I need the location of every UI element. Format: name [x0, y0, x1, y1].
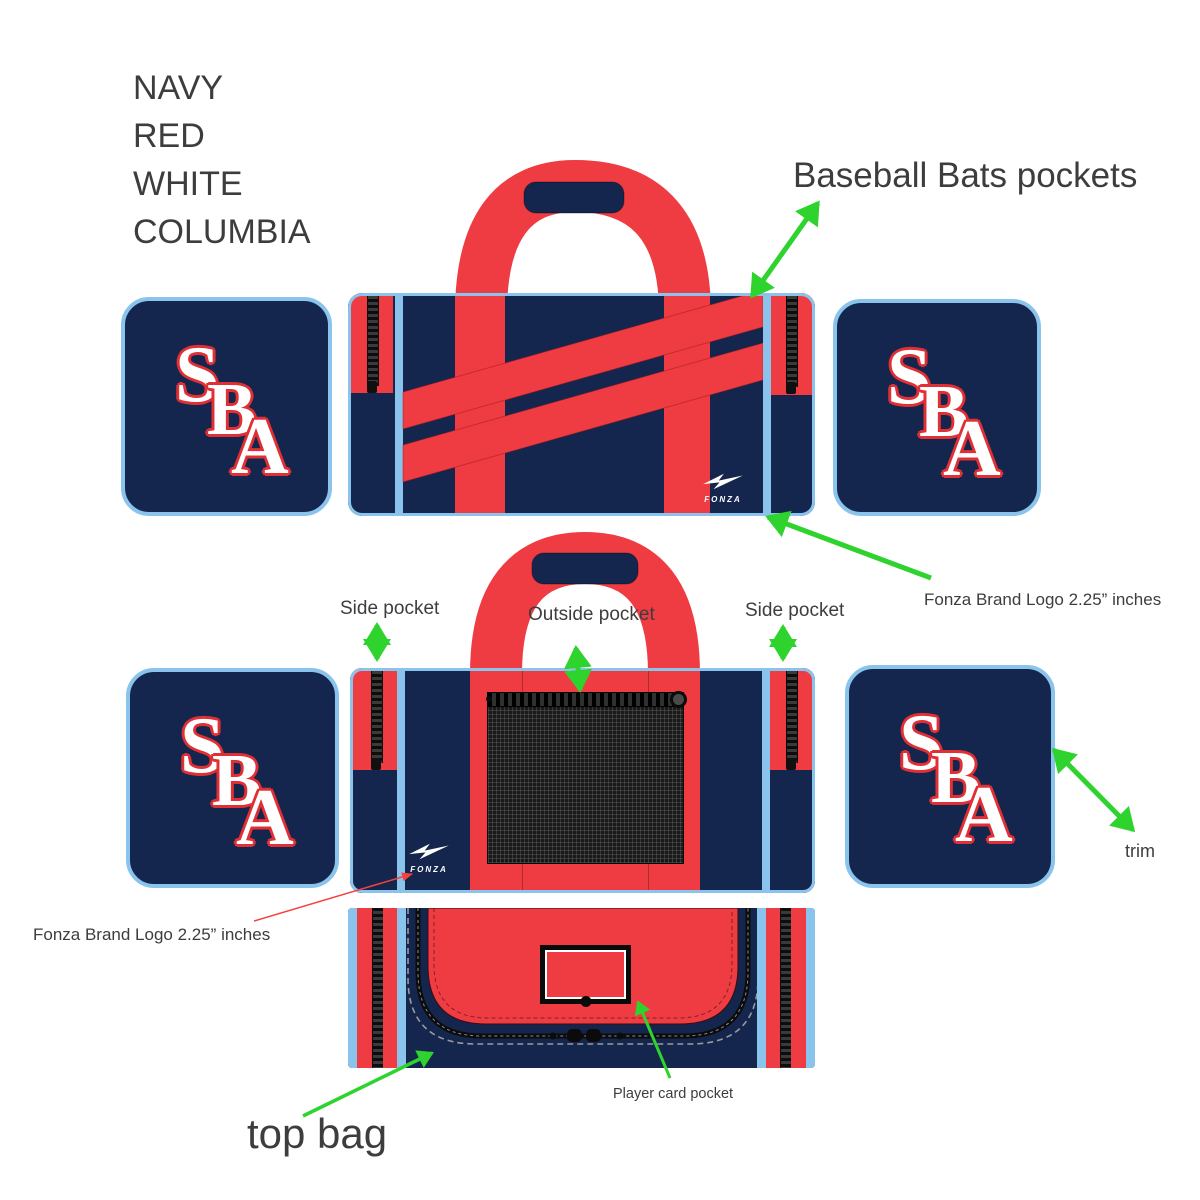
fonza-brand-logo: FONZA — [700, 472, 746, 504]
sba-letter-a: A — [955, 771, 1013, 859]
columbia-trim-stripe — [763, 293, 771, 516]
zipper-stop — [549, 1032, 557, 1040]
columbia-trim-stripe — [762, 668, 770, 893]
zipper-stop — [486, 696, 492, 702]
bag2-handle-grip — [531, 552, 639, 585]
columbia-trim-stripe — [806, 908, 815, 1068]
zipper-pull — [371, 758, 381, 770]
fonza-logo-text: FONZA — [704, 495, 742, 504]
side-pocket-zipper-left — [371, 668, 383, 763]
label-outside-pocket: Outside pocket — [528, 604, 655, 625]
label-side-pocket-left: Side pocket — [340, 598, 440, 619]
fonza-logo-icon — [703, 473, 743, 490]
bag-front-view: FONZA — [350, 668, 815, 893]
label-fonza-logo-right: Fonza Brand Logo 2.25” inches — [924, 590, 1162, 609]
outside-mesh-pocket — [486, 691, 687, 864]
side-pocket-zipper-right — [786, 668, 798, 763]
sba-letter-b: B — [919, 371, 969, 453]
sba-logo: S B A — [175, 331, 295, 487]
colorway-columbia: COLUMBIA — [133, 213, 311, 251]
fonza-brand-logo: FONZA — [406, 842, 452, 874]
label-baseball-bats-pockets: Baseball Bats pockets — [793, 156, 1138, 195]
side-pocket-zipper-right — [786, 293, 798, 387]
zipper-pull — [786, 758, 796, 770]
flap-stitch-line — [433, 908, 733, 1019]
columbia-trim-stripe — [348, 908, 357, 1068]
sba-logo: S B A — [887, 333, 1007, 489]
sba-letter-s: S — [180, 702, 225, 790]
columbia-trim-stripe — [395, 293, 403, 516]
bag-top-view — [348, 908, 815, 1068]
mesh-pocket-zipper — [486, 691, 687, 708]
colorway-list: NAVY RED WHITE COLUMBIA — [133, 64, 311, 256]
zipper-pull — [670, 691, 687, 708]
end-panel-top-right: S B A — [833, 299, 1041, 516]
player-card-pocket — [540, 945, 631, 1007]
bag-side-view: FONZA — [348, 293, 815, 516]
red-stripe — [766, 908, 780, 1068]
zipper-pull — [567, 1029, 582, 1042]
sba-letter-a: A — [943, 405, 1001, 493]
sba-letter-b: B — [931, 737, 981, 819]
stitch-dashed-line — [407, 908, 759, 1045]
zipper-stop — [616, 1032, 624, 1040]
end-panel-mid-left: S B A — [126, 668, 339, 888]
columbia-trim-stripe — [757, 908, 766, 1068]
sba-letter-a: A — [236, 774, 294, 862]
end-panel-top-left: S B A — [121, 297, 332, 516]
sba-logo: S B A — [180, 702, 300, 858]
side-pocket-zipper-left — [367, 293, 379, 386]
sba-letter-a: A — [231, 403, 289, 491]
sba-letter-s: S — [175, 331, 220, 419]
sba-letter-s: S — [887, 333, 932, 421]
colorway-red: RED — [133, 117, 205, 155]
columbia-trim-stripe — [397, 908, 406, 1068]
red-stripe — [791, 908, 806, 1068]
sba-logo: S B A — [899, 699, 1019, 855]
red-stripe — [357, 908, 372, 1068]
red-stripe — [383, 908, 397, 1068]
end-panel-mid-right: S B A — [845, 665, 1055, 888]
zipper-pull — [586, 1029, 601, 1042]
label-trim: trim — [1125, 841, 1155, 861]
bag1-handle-grip — [523, 181, 625, 214]
sba-letter-s: S — [899, 699, 944, 787]
fonza-logo-icon — [409, 843, 449, 860]
label-player-card-pocket: Player card pocket — [613, 1086, 734, 1102]
label-side-pocket-right: Side pocket — [745, 600, 845, 621]
zipper-pull — [786, 382, 796, 394]
colorway-white: WHITE — [133, 165, 243, 203]
zipper-pull — [367, 381, 377, 393]
label-fonza-logo-left: Fonza Brand Logo 2.25” inches — [33, 925, 271, 944]
columbia-trim-stripe — [397, 668, 405, 893]
sba-letter-b: B — [207, 369, 257, 451]
fonza-logo-text: FONZA — [410, 865, 448, 874]
snap-button — [580, 996, 591, 1007]
zipper-teeth — [417, 908, 749, 1037]
label-top-bag: top bag — [247, 1110, 388, 1157]
sba-letter-b: B — [212, 740, 262, 822]
colorway-navy: NAVY — [133, 69, 224, 107]
